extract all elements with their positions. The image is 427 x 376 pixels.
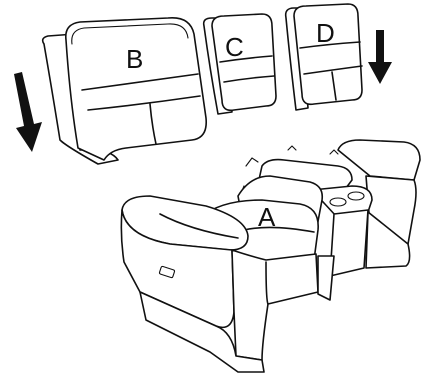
arrow-down-right — [368, 30, 392, 84]
sofa-base-a — [120, 139, 421, 373]
label-a: A — [258, 202, 276, 232]
arrow-down-left — [14, 72, 42, 152]
label-b: B — [126, 44, 143, 74]
backrest-c — [202, 13, 277, 115]
label-c: C — [225, 32, 244, 62]
backrest-b — [41, 17, 208, 165]
backrest-d — [284, 3, 363, 111]
label-d: D — [316, 18, 335, 48]
